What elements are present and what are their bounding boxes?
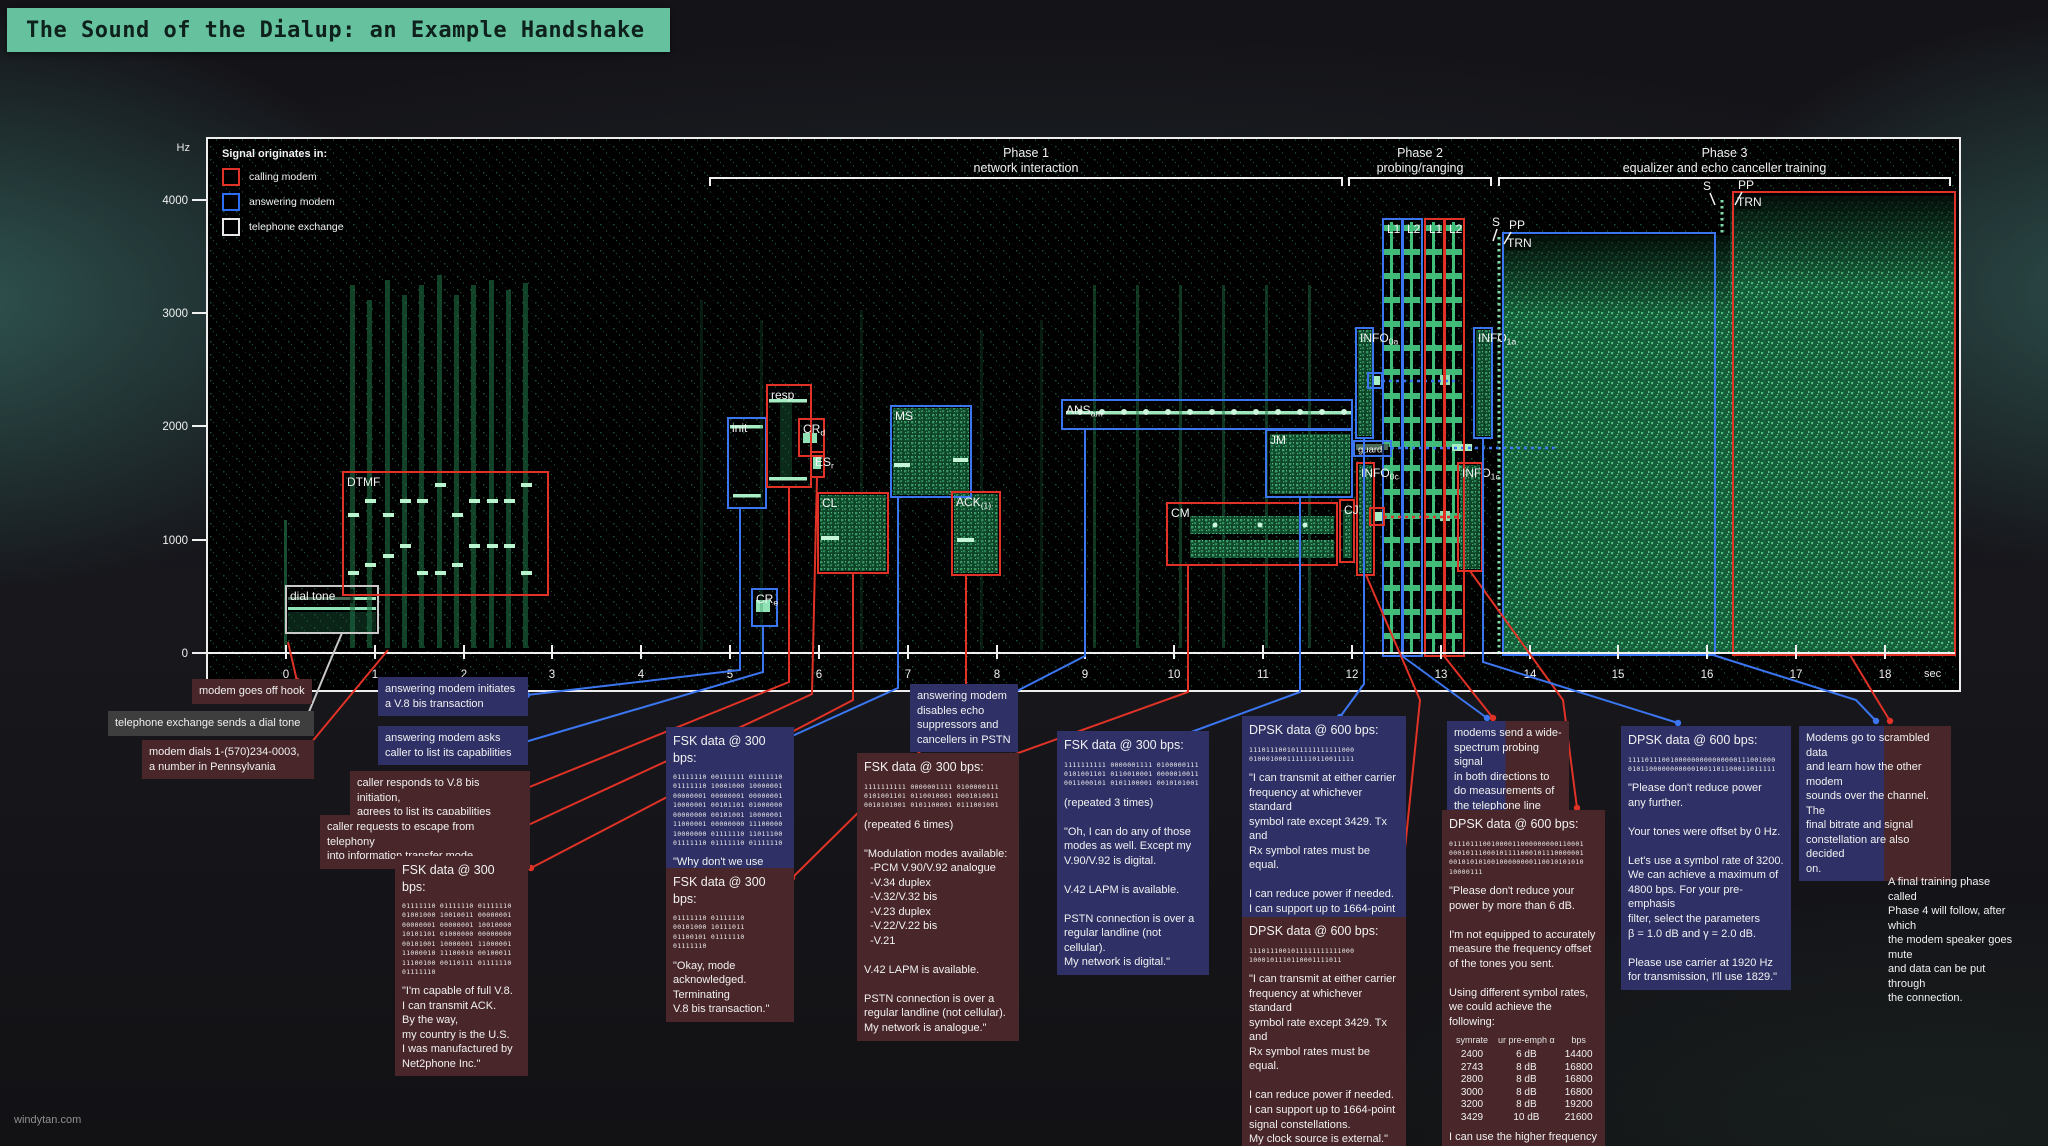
table-row: 2743 8 dB 16800 xyxy=(1451,1062,1598,1075)
legend-item: telephone exchange xyxy=(222,218,344,236)
table-cell: 2800 xyxy=(1460,1074,1484,1086)
callout-text: modem dials 1-(570)234-0003, a number in… xyxy=(149,746,300,773)
callout-text: "Please don't reduce power any further. … xyxy=(1628,782,1784,984)
callout-binary: 1110111001011111111111000 10001011101100… xyxy=(1249,946,1355,964)
callout-text: "Okay, mode acknowledged. Terminating V.… xyxy=(673,959,770,1016)
callout-fsk-why-not-v8: FSK data @ 300 bps: 01111110 00111111 011… xyxy=(666,727,794,890)
legend-item-label: answering modem xyxy=(249,196,335,208)
table-cell: 16800 xyxy=(1564,1074,1593,1086)
legend-item-label: telephone exchange xyxy=(249,221,344,233)
legend-swatch xyxy=(222,168,240,186)
callout-text: answering modem initiates a V.8 bis tran… xyxy=(385,683,516,710)
callout-binary: 01111110 01111110 01111110 01001000 1001… xyxy=(402,902,512,976)
callout-binary: 01111110 01111110 00101000 10111011 0110… xyxy=(673,914,745,951)
table-cell: 3000 xyxy=(1460,1086,1484,1098)
table-row: 3200 8 dB 19200 xyxy=(1451,1099,1598,1112)
table-cell: 2743 xyxy=(1460,1061,1484,1073)
legend-heading: Signal originates in: xyxy=(222,148,328,160)
legend-swatch xyxy=(222,218,240,236)
callout-dial-tone-note: telephone exchange sends a dial tone xyxy=(108,711,314,736)
callout-binary: 01110111001000011000000000110001 0001011… xyxy=(1449,839,1584,876)
callout-off-hook: modem goes off hook xyxy=(192,679,312,704)
callout-answer-disables-echo: answering modem disables echo suppressor… xyxy=(910,684,1018,753)
callout-dpsk-symbol-rates: DPSK data @ 600 bps: 01110111001000011000… xyxy=(1442,810,1605,1146)
callout-heading: DPSK data @ 600 bps: xyxy=(1249,924,1379,938)
callout-final-training: A final training phase called Phase 4 wi… xyxy=(1881,870,2023,1011)
table-cell: 8 dB xyxy=(1516,1061,1537,1073)
callout-text: modems send a wide- spectrum probing sig… xyxy=(1454,727,1562,812)
callout-text: Modems go to scrambled data and learn ho… xyxy=(1806,732,1930,875)
callout-text: "I'm capable of full V.8. I can transmit… xyxy=(402,985,513,1070)
legend-items: calling modem answering modem telephone ex… xyxy=(222,168,344,236)
table-cell: 19200 xyxy=(1564,1099,1593,1111)
callout-binary: 1111111111 0000001111 0100000111 0101001… xyxy=(1064,760,1199,788)
table-cell: 16800 xyxy=(1564,1086,1593,1098)
callout-dpsk-carrier-choice: DPSK data @ 600 bps: 11110111001000000000… xyxy=(1621,726,1791,990)
legend-swatch xyxy=(222,193,240,211)
watermark: windytan.com xyxy=(14,1114,82,1126)
table-cell: 3429 xyxy=(1460,1111,1484,1123)
callout-text: (repeated 6 times) "Modulation modes ava… xyxy=(864,818,1008,1034)
table-cell: 3200 xyxy=(1460,1099,1484,1111)
table-row: 3429 10 dB 21600 xyxy=(1451,1112,1598,1125)
callout-dpsk-internal-clock: DPSK data @ 600 bps: 11101110010111111111… xyxy=(1242,716,1406,951)
callout-binary: 01111110 00111111 01111110 01111110 1000… xyxy=(673,773,783,847)
callout-text: "Please don't reduce your power by more … xyxy=(1449,885,1596,1028)
legend-item: answering modem xyxy=(222,193,344,211)
callout-text: modem goes off hook xyxy=(199,685,305,697)
callout-text: "I can transmit at either carrier freque… xyxy=(1249,973,1396,1146)
callout-text: (repeated 3 times) "Oh, I can do any of … xyxy=(1064,796,1195,969)
callout-text-after: I can use the higher frequency carrier a… xyxy=(1449,1131,1597,1146)
y-axis-unit-label: Hz xyxy=(176,142,190,154)
legend: Signal originates in: calling modem answe… xyxy=(222,148,344,243)
callout-answer-asks: answering modem asks caller to list its … xyxy=(378,726,528,766)
callout-binary: 1110111001011111111111000 01000100011111… xyxy=(1249,745,1355,763)
callout-wide-spectrum-probe: modems send a wide- spectrum probing sig… xyxy=(1447,721,1569,819)
table-header: ur pre-emph α xyxy=(1498,1035,1555,1046)
table-cell: 21600 xyxy=(1564,1111,1593,1123)
callout-fsk-capabilities: FSK data @ 300 bps: 01111110 01111110 011… xyxy=(395,856,528,1077)
callout-fsk-acknowledged: FSK data @ 300 bps: 01111110 01111110 001… xyxy=(666,868,794,1022)
table-header: bps xyxy=(1571,1035,1586,1046)
callout-dials-number: modem dials 1-(570)234-0003, a number in… xyxy=(142,740,314,780)
callout-dpsk-external-clock: DPSK data @ 600 bps: 11101110010111111111… xyxy=(1242,917,1406,1146)
callout-heading: DPSK data @ 600 bps: xyxy=(1449,817,1579,831)
table-row: 2400 6 dB 14400 xyxy=(1451,1049,1598,1062)
callout-text: A final training phase called Phase 4 wi… xyxy=(1888,876,2013,1005)
table-row: 2800 8 dB 16800 xyxy=(1451,1074,1598,1087)
callout-text: telephone exchange sends a dial tone xyxy=(115,717,301,729)
callout-fsk-joint-menu: FSK data @ 300 bps: 1111111111 0000001111… xyxy=(1057,731,1209,975)
table-cell: 6 dB xyxy=(1516,1049,1537,1061)
table-cell: 8 dB xyxy=(1516,1086,1537,1098)
callout-heading: DPSK data @ 600 bps: xyxy=(1249,723,1379,737)
callout-binary: 1111111111 0000001111 0100000111 0101001… xyxy=(864,782,999,810)
table-cell: 10 dB xyxy=(1513,1111,1540,1123)
table-cell: 8 dB xyxy=(1516,1074,1537,1086)
table-cell: 8 dB xyxy=(1516,1099,1537,1111)
callout-heading: FSK data @ 300 bps: xyxy=(402,863,495,894)
callout-binary: 11110111001000000000000000111001000 0101… xyxy=(1628,755,1776,773)
table-row: 3000 8 dB 16800 xyxy=(1451,1087,1598,1100)
table-cell: 14400 xyxy=(1564,1049,1593,1061)
table-header: symrate xyxy=(1456,1035,1489,1046)
legend-item: calling modem xyxy=(222,168,344,186)
callout-heading: FSK data @ 300 bps: xyxy=(864,760,984,774)
callout-text: answering modem disables echo suppressor… xyxy=(917,690,1011,746)
page-title: The Sound of the Dialup: an Example Hand… xyxy=(7,8,670,52)
callout-text: answering modem asks caller to list its … xyxy=(385,732,512,759)
callout-heading: FSK data @ 300 bps: xyxy=(673,734,766,765)
callout-heading: FSK data @ 300 bps: xyxy=(673,875,766,906)
callout-scrambled-data: Modems go to scrambled data and learn ho… xyxy=(1799,726,1951,882)
table-cell: 16800 xyxy=(1564,1061,1593,1073)
callout-fsk-modulation-menu: FSK data @ 300 bps: 1111111111 0000001111… xyxy=(857,753,1019,1041)
table-cell: 2400 xyxy=(1460,1049,1484,1061)
callout-text: caller responds to V.8 bis initiation, a… xyxy=(357,777,491,819)
callout-heading: FSK data @ 300 bps: xyxy=(1064,738,1184,752)
callout-heading: DPSK data @ 600 bps: xyxy=(1628,733,1758,747)
legend-item-label: calling modem xyxy=(249,171,317,183)
callout-answer-initiates: answering modem initiates a V.8 bis tran… xyxy=(378,677,528,717)
x-axis-unit-label: sec xyxy=(1924,668,1942,680)
